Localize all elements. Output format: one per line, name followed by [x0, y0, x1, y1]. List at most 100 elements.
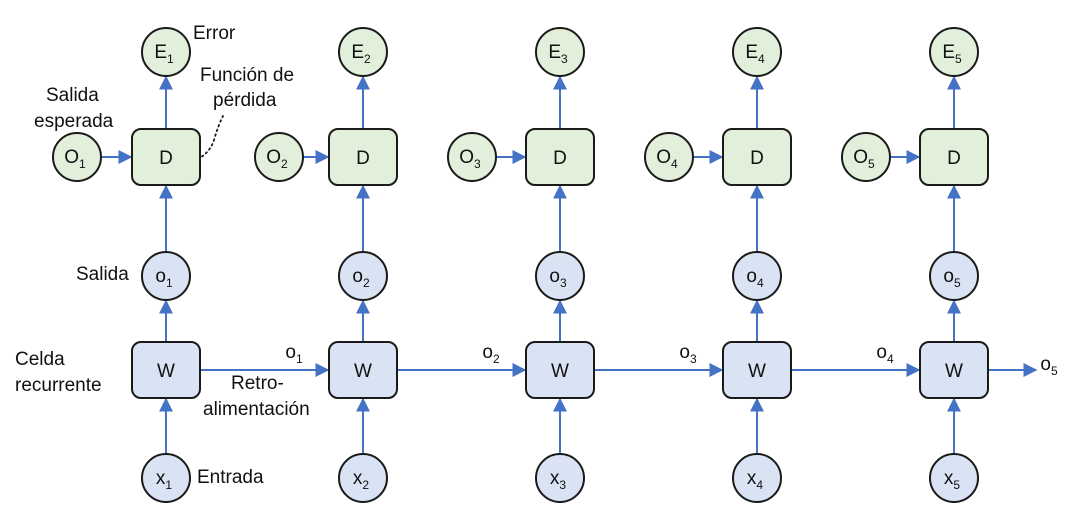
- recurrent-cell-4-shape: [722, 341, 792, 399]
- input-node-2-shape: [338, 453, 388, 503]
- loss-node-5-label: D: [947, 148, 961, 169]
- loss-node-1: D: [131, 128, 201, 186]
- recurrent-cell-5: W: [919, 341, 989, 399]
- loss-node-2-label-main: D: [356, 148, 370, 169]
- loss-node-1-shape: [131, 128, 201, 186]
- loss-node-2: D: [328, 128, 398, 186]
- recurrent-cell-label-line2: recurrente: [15, 375, 102, 396]
- recurrent-state-4-main: o: [876, 342, 887, 363]
- input-node-2-label: x2: [353, 468, 370, 492]
- input-node-3-label-sub: 3: [559, 478, 566, 492]
- loss-node-3-shape: [525, 128, 595, 186]
- loss-function-label-line2: pérdida: [213, 90, 277, 111]
- recurrent-cell-5-label-main: W: [945, 361, 963, 382]
- output-node-5-label: o5: [943, 266, 961, 290]
- expected-output-node-3-label-sub: 3: [474, 157, 481, 171]
- output-node-2-label: o2: [352, 266, 370, 290]
- error-node-3-label-sub: 3: [561, 52, 568, 66]
- recurrent-cell-4: W: [722, 341, 792, 399]
- expected-output-node-4-label: O4: [656, 147, 678, 171]
- error-node-2-label-main: E: [351, 42, 364, 63]
- recurrent-state-5-sub: 5: [1051, 364, 1058, 378]
- loss-node-4: D: [722, 128, 792, 186]
- input-node-4-label-sub: 4: [756, 478, 763, 492]
- output-node-1-label-sub: 1: [166, 276, 173, 290]
- feedback-label-line2: alimentación: [203, 399, 310, 420]
- recurrent-cell-1: W: [131, 341, 201, 399]
- input-node-3: x3: [535, 453, 585, 503]
- output-node-3-shape: [535, 251, 585, 301]
- recurrent-state-3-sub: 3: [690, 352, 697, 366]
- error-node-4: E4: [732, 27, 782, 77]
- recurrent-state-label-5: o5: [1040, 354, 1058, 378]
- error-node-5-label: E5: [942, 42, 962, 66]
- input-node-2-label-sub: 2: [362, 478, 369, 492]
- loss-node-3-label: D: [553, 148, 567, 169]
- loss-function-label-line1: Función de: [200, 65, 294, 86]
- input-node-3-label: x3: [550, 468, 567, 492]
- expected-output-node-3-label-main: O: [459, 147, 474, 168]
- error-node-4-label: E4: [745, 42, 765, 66]
- input-node-2-label-main: x: [353, 468, 363, 489]
- output-node-1-label: o1: [155, 266, 173, 290]
- expected-output-node-1-label: O1: [64, 147, 86, 171]
- input-node-4-label: x4: [747, 468, 764, 492]
- expected-output-node-3-shape: [447, 132, 497, 182]
- feedback-label-line1: Retro-: [231, 373, 284, 394]
- expected-output-node-1-label-sub: 1: [79, 157, 86, 171]
- recurrent-state-3: o3: [679, 342, 697, 366]
- expected-output-node-4: O4: [644, 132, 694, 182]
- output-node-3-label-main: o: [549, 266, 560, 287]
- output-node-4-label-sub: 4: [757, 276, 764, 290]
- input-node-2: x2: [338, 453, 388, 503]
- expected-output-node-2-shape: [254, 132, 304, 182]
- input-node-1: x1: [141, 453, 191, 503]
- input-node-5: x5: [929, 453, 979, 503]
- expected-output-node-3-label: O3: [459, 147, 481, 171]
- expected-output-node-5-shape: [841, 132, 891, 182]
- output-node-2-label-sub: 2: [363, 276, 370, 290]
- recurrent-cell-1-label-main: W: [157, 361, 175, 382]
- error-node-3-label: E3: [548, 42, 568, 66]
- loss-node-1-label-main: D: [159, 148, 173, 169]
- error-node-1-label-main: E: [154, 42, 167, 63]
- expected-output-node-4-label-sub: 4: [671, 157, 678, 171]
- output-node-5: o5: [929, 251, 979, 301]
- expected-output-node-1-label-main: O: [64, 147, 79, 168]
- recurrent-state-3-main: o: [679, 342, 690, 363]
- output-node-1: o1: [141, 251, 191, 301]
- error-node-1-shape: [141, 27, 191, 77]
- loss-node-3-label-main: D: [553, 148, 567, 169]
- loss-node-1-label: D: [159, 148, 173, 169]
- expected-output-node-2-label: O2: [266, 147, 288, 171]
- error-node-3-label-main: E: [548, 42, 561, 63]
- expected-output-label-line2: esperada: [34, 111, 114, 132]
- output-node-5-shape: [929, 251, 979, 301]
- output-label: Salida: [76, 264, 129, 285]
- error-node-2-label-sub: 2: [364, 52, 371, 66]
- loss-node-4-shape: [722, 128, 792, 186]
- loss-node-3: D: [525, 128, 595, 186]
- recurrent-cell-4-label: W: [748, 361, 766, 382]
- output-node-2-label-main: o: [352, 266, 363, 287]
- error-node-2-label: E2: [351, 42, 371, 66]
- recurrent-state-1-sub: 1: [296, 352, 303, 366]
- expected-output-label-line1: Salida: [46, 85, 99, 106]
- expected-output-node-4-label-main: O: [656, 147, 671, 168]
- expected-output-node-5-label-main: O: [853, 147, 868, 168]
- expected-output-node-5: O5: [841, 132, 891, 182]
- recurrent-cell-1-label: W: [157, 361, 175, 382]
- recurrent-cell-1-shape: [131, 341, 201, 399]
- loss-node-4-label: D: [750, 148, 764, 169]
- output-node-3-label: o3: [549, 266, 567, 290]
- error-node-1: E1: [141, 27, 191, 77]
- loss-node-5-shape: [919, 128, 989, 186]
- output-node-1-label-main: o: [155, 266, 166, 287]
- loss-node-5: D: [919, 128, 989, 186]
- error-node-1-label: E1: [154, 42, 174, 66]
- recurrent-state-label-2: o2: [482, 342, 500, 366]
- loss-node-4-label-main: D: [750, 148, 764, 169]
- input-label: Entrada: [197, 467, 264, 488]
- loss-node-5-label-main: D: [947, 148, 961, 169]
